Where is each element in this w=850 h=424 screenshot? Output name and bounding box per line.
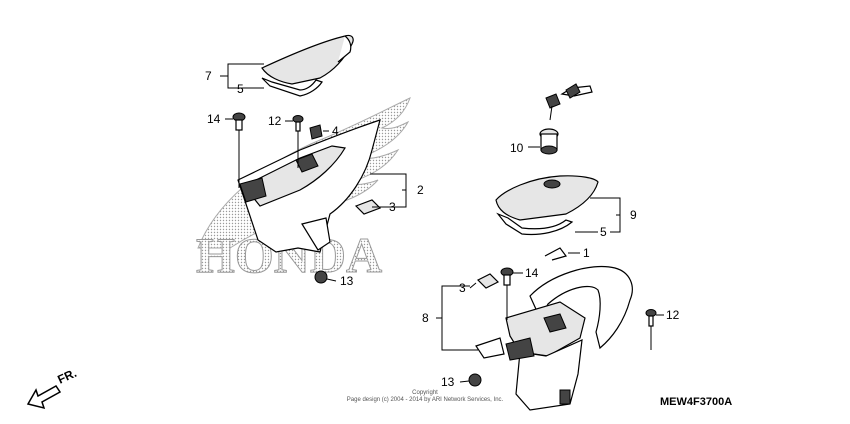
diagram-code: MEW4F3700A bbox=[660, 396, 732, 408]
callout-13: 13 bbox=[340, 274, 354, 288]
part-4-clip bbox=[309, 124, 323, 140]
callout-3: 3 bbox=[389, 200, 396, 214]
callout-5: 5 bbox=[237, 82, 244, 96]
front-label: FR. bbox=[55, 366, 78, 387]
part-2-panel bbox=[237, 119, 381, 253]
front-direction-indicator: FR. bbox=[26, 366, 79, 410]
part-9-cover bbox=[495, 175, 599, 221]
callout-13-right: 13 bbox=[441, 375, 455, 389]
front-arrow-icon bbox=[26, 385, 62, 410]
part-12-bolt-b bbox=[645, 309, 657, 327]
callout-14-right: 14 bbox=[525, 266, 539, 280]
part-5-seal-b bbox=[496, 212, 574, 236]
callout-12: 12 bbox=[268, 114, 282, 128]
callout-2: 2 bbox=[417, 183, 424, 197]
copyright-line-1: Copyright bbox=[412, 390, 438, 396]
callout-7: 7 bbox=[205, 69, 212, 83]
part-7-cover bbox=[261, 34, 354, 85]
callout-9: 9 bbox=[630, 208, 637, 222]
callout-3-right: 3 bbox=[459, 281, 466, 295]
part-13-nut-a bbox=[314, 270, 328, 284]
part-5-seal bbox=[261, 77, 323, 97]
copyright-line-2: Page design (c) 2004 - 2014 by ARI Netwo… bbox=[347, 397, 504, 403]
part-14-bolt-a bbox=[232, 112, 246, 131]
part-14-bolt-b bbox=[500, 267, 514, 286]
part-10-key-cylinder bbox=[539, 83, 593, 155]
callout-14: 14 bbox=[207, 112, 221, 126]
callout-1: 1 bbox=[583, 246, 590, 260]
part-3-pad-b bbox=[476, 273, 500, 289]
callout-12-right: 12 bbox=[666, 308, 680, 322]
part-8-storage-box bbox=[475, 265, 633, 411]
part-12-bolt-a bbox=[292, 115, 304, 132]
callout-4: 4 bbox=[332, 124, 339, 138]
left-leader-lines bbox=[220, 63, 407, 282]
part-13-nut-b bbox=[468, 373, 482, 387]
callout-8: 8 bbox=[422, 311, 429, 325]
callout-10: 10 bbox=[510, 141, 524, 155]
callout-5-right: 5 bbox=[600, 225, 607, 239]
part-1-clip bbox=[544, 247, 568, 261]
right-leader-lines bbox=[436, 146, 664, 383]
part-3-pad-a bbox=[354, 199, 382, 215]
